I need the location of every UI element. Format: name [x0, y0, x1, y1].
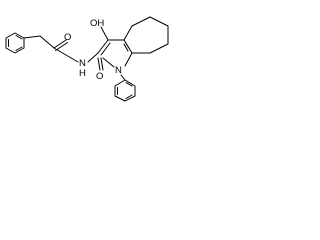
n-phenyl-ring	[114, 74, 136, 102]
cyclohexane-ring	[123, 16, 169, 54]
ring-nitrogen-label: N	[115, 65, 122, 76]
amide-hydrogen-label: H	[79, 68, 86, 79]
hydroxyl-bond	[100, 26, 109, 41]
ring-oxygen-label: O	[96, 71, 103, 82]
ring-carbonyl-bond	[97, 57, 104, 71]
benzyl-phenyl-ring	[5, 32, 25, 54]
acetamide-chain	[23, 35, 99, 63]
hydroxyl-label: OH	[90, 18, 104, 29]
amide-nitrogen-label: N	[79, 58, 86, 69]
amide-oxygen-label: O	[64, 32, 71, 43]
molecule-structure-diagram: OH O N H O N	[5, 16, 169, 102]
pyridinone-ring	[97, 39, 133, 68]
